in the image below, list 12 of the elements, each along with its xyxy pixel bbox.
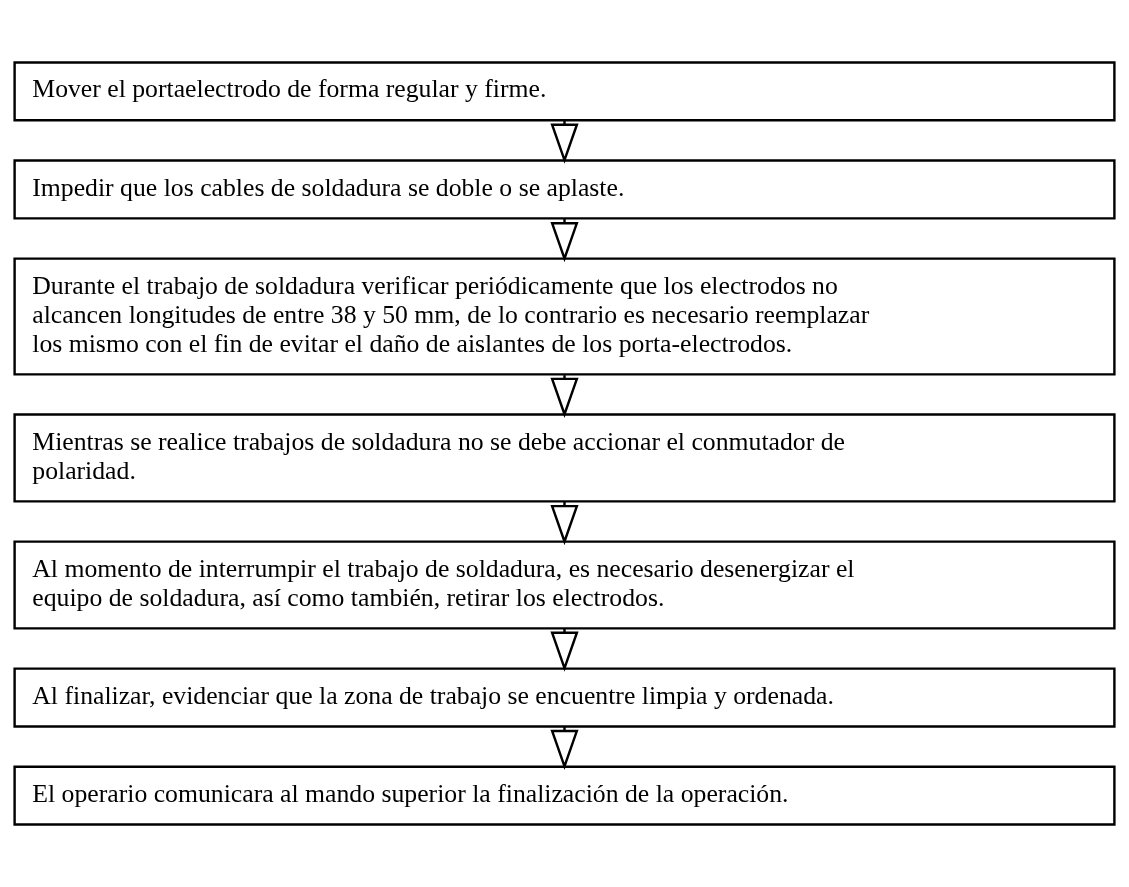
node-box: Durante el trabajo de soldadura verificar periódicamente que los electrodos no alcancen longitudes de entre 38 y 50 mm, de lo contrario es necesario reemplazar los mismo con el fin de evitar el daño de aislantes de los porta-electrodos. (13, 257, 1116, 376)
arrow (550, 375, 579, 418)
node-box: El operario comunicara al mando superior la finalización de la operación. (13, 765, 1116, 826)
node-box: Al momento de interrumpir el trabajo de soldadura, es necesario desenergizar el equipo de soldadura, así como también, retirar los electrodos. (13, 540, 1116, 630)
arrow (550, 628, 579, 672)
node-box: Impedir que los cables de soldadura se doble o se aplaste. (13, 159, 1116, 220)
node-box: Mientras se realice trabajos de soldadura no se debe accionar el conmutador de polaridad. (13, 413, 1116, 503)
arrow (550, 726, 579, 770)
node-box: Mover el portaelectrodo de forma regular y firme. (13, 61, 1116, 122)
arrow (550, 120, 579, 164)
arrow (550, 501, 579, 546)
node-box: Al finalizar, evidenciar que la zona de trabajo se encuentre limpia y ordenada. (13, 667, 1116, 728)
